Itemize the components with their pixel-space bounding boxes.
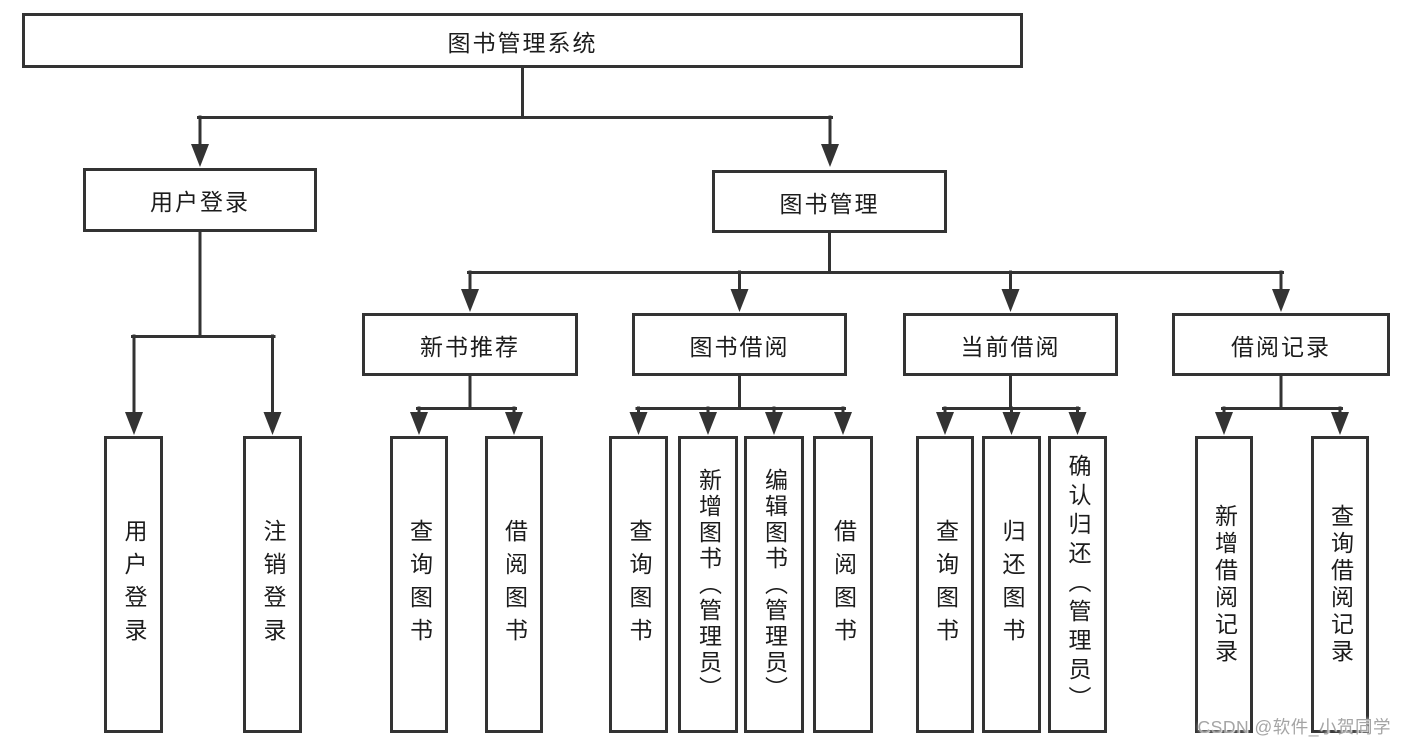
leaf-add-borrow-record: 新增借阅记录	[1195, 436, 1253, 733]
leaf-return-book: 归还图书	[982, 436, 1041, 733]
node-label: 当前借阅	[960, 333, 1061, 360]
leaf-label: 借阅图书	[501, 518, 528, 651]
node-library-management-system: 图书管理系统	[22, 13, 1023, 68]
leaf-label: 用户登录	[121, 518, 147, 651]
leaf-borrow-books-newbook: 借阅图书	[485, 436, 543, 733]
watermark: CSDN @软件_小贺同学	[1197, 717, 1391, 737]
leaf-query-books-borrow: 查询图书	[609, 436, 668, 733]
node-current-borrowing: 当前借阅	[903, 313, 1118, 376]
node-label: 借阅记录	[1231, 333, 1331, 360]
leaf-label: 查询图书	[406, 518, 433, 651]
leaf-query-books-newbook: 查询图书	[390, 436, 448, 733]
leaf-label: 新增借阅记录	[1211, 503, 1238, 666]
node-label: 图书借阅	[689, 333, 790, 360]
node-label: 用户登录	[150, 189, 250, 215]
node-label: 新书推荐	[420, 333, 520, 360]
node-book-management: 图书管理	[712, 170, 947, 233]
leaf-query-borrow-record: 查询借阅记录	[1311, 436, 1369, 733]
node-label: 图书管理系统	[447, 29, 598, 56]
node-new-book-recommend: 新书推荐	[362, 313, 578, 376]
node-user-login: 用户登录	[83, 168, 317, 232]
leaf-label: 借阅图书	[830, 518, 857, 651]
leaf-label: 新增图书（管理员）	[695, 467, 722, 702]
leaf-label: 编辑图书（管理员）	[761, 467, 788, 702]
leaf-user-login: 用户登录	[104, 436, 163, 733]
leaf-label: 查询图书	[932, 518, 959, 651]
node-borrowing-records: 借阅记录	[1172, 313, 1390, 376]
leaf-label: 注销登录	[260, 518, 286, 651]
leaf-label: 确认归还（管理员）	[1065, 454, 1091, 715]
leaf-query-books-current: 查询图书	[916, 436, 974, 733]
node-label: 图书管理	[779, 190, 880, 217]
node-book-borrowing: 图书借阅	[632, 313, 847, 376]
leaf-edit-book-admin: 编辑图书（管理员）	[744, 436, 804, 733]
leaf-borrow-books: 借阅图书	[813, 436, 873, 733]
leaf-add-book-admin: 新增图书（管理员）	[678, 436, 738, 733]
leaf-logout: 注销登录	[243, 436, 302, 733]
leaf-confirm-return-admin: 确认归还（管理员）	[1048, 436, 1107, 733]
leaf-label: 归还图书	[999, 518, 1025, 651]
leaf-label: 查询借阅记录	[1327, 503, 1354, 666]
leaf-label: 查询图书	[626, 518, 652, 651]
